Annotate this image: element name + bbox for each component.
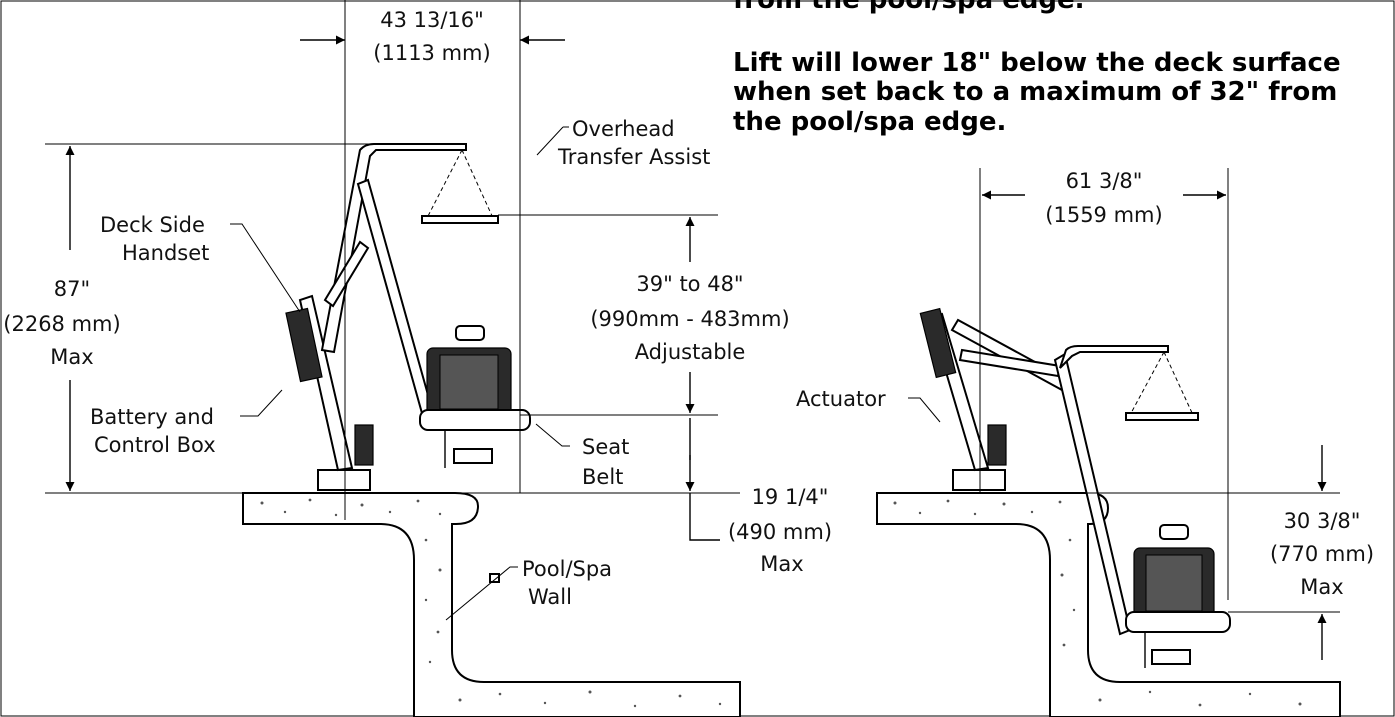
notice-block: from the pool/spa edge. Lift will lower … xyxy=(733,0,1341,137)
concrete-aggregate xyxy=(260,498,722,708)
below-dimension: 19 1/4" xyxy=(752,485,829,509)
width-dimension-mm: (1113 mm) xyxy=(373,41,490,65)
callout-wall-line1: Pool/Spa xyxy=(522,557,612,581)
left-seat-base xyxy=(419,409,531,431)
actuator-leader xyxy=(908,397,941,423)
left-dimensions: 43 13/16" (1113 mm) 87" (2268 mm) Max 39… xyxy=(3,0,832,576)
left-deck-and-wall xyxy=(242,492,741,717)
below-dimension-mm: (490 mm) xyxy=(728,520,832,544)
right-control-box xyxy=(919,307,957,379)
wall-leader xyxy=(445,566,518,621)
right-width-dimension-mm: (1559 mm) xyxy=(1045,203,1162,227)
overhead-transfer-bar xyxy=(421,215,499,224)
left-boom-arm xyxy=(320,143,467,354)
right-width-dimension: 61 3/8" xyxy=(1066,169,1143,193)
left-headrest xyxy=(455,325,485,341)
overhead-chains xyxy=(426,149,494,219)
height-max-label: Max xyxy=(50,345,93,369)
right-below-max-label: Max xyxy=(1300,575,1343,599)
right-seat-pad xyxy=(1145,554,1203,612)
notice-line-0: from the pool/spa edge. xyxy=(733,0,1085,15)
seat-range-mm: (990mm - 483mm) xyxy=(590,307,789,331)
right-lift xyxy=(919,307,1231,668)
below-max-label: Max xyxy=(760,552,803,576)
right-below-dimension: 30 3/8" xyxy=(1284,509,1361,533)
right-overhead-bar xyxy=(1125,412,1199,421)
left-base-plate xyxy=(317,469,371,491)
overhead-leader xyxy=(536,126,569,156)
left-footrest xyxy=(453,448,493,464)
notice-line-2: when set back to a maximum of 32" from xyxy=(733,77,1337,107)
callout-battery-line1: Battery and xyxy=(90,405,214,429)
seat-range-dimension: 39" to 48" xyxy=(636,272,743,296)
right-seat-base xyxy=(1125,611,1231,633)
left-link-arm xyxy=(323,240,370,308)
right-base-plate xyxy=(952,469,1006,491)
left-seat-pad xyxy=(439,354,499,410)
right-callouts: Actuator xyxy=(796,387,941,423)
callout-handset-line1: Deck Side xyxy=(100,213,205,237)
seatbelt-leader xyxy=(535,423,570,447)
handset-leader xyxy=(230,223,301,313)
battery-leader xyxy=(240,389,283,417)
battery-control-box xyxy=(285,307,323,383)
notice-line-1: Lift will lower 18" below the deck surfa… xyxy=(733,48,1341,78)
right-deck-and-wall xyxy=(876,492,1341,717)
right-actuator xyxy=(987,424,1007,466)
right-overhead-chains xyxy=(1129,351,1194,416)
width-dimension: 43 13/16" xyxy=(380,8,484,32)
height-dimension-mm: (2268 mm) xyxy=(3,312,120,336)
right-pool-structure xyxy=(876,492,1341,717)
height-dimension: 87" xyxy=(54,277,90,301)
below-leader xyxy=(689,493,720,541)
seat-range-adjustable: Adjustable xyxy=(635,340,746,364)
callout-battery-line2: Control Box xyxy=(94,433,216,457)
callout-wall-line2: Wall xyxy=(528,585,572,609)
wall-fitting xyxy=(489,573,500,583)
callout-actuator: Actuator xyxy=(796,387,886,411)
left-actuator xyxy=(354,424,374,466)
right-dimensions: 61 3/8" (1559 mm) 30 3/8" (770 mm) Max xyxy=(877,168,1374,660)
notice-line-3: the pool/spa edge. xyxy=(733,107,1006,137)
left-lift xyxy=(285,143,531,491)
callout-handset-line2: Handset xyxy=(122,241,209,265)
callout-overhead-line2: Transfer Assist xyxy=(557,145,710,169)
right-footrest xyxy=(1151,649,1191,665)
right-below-dimension-mm: (770 mm) xyxy=(1270,542,1374,566)
right-concrete-aggregate xyxy=(893,499,1302,707)
left-callouts: Overhead Transfer Assist Deck Side Hands… xyxy=(90,117,710,621)
right-headrest xyxy=(1159,524,1189,540)
right-top-bar xyxy=(1059,345,1169,369)
callout-seatbelt-line2: Belt xyxy=(582,465,623,489)
left-pool-structure xyxy=(242,492,741,717)
callout-overhead-line1: Overhead xyxy=(572,117,675,141)
callout-seatbelt-line1: Seat xyxy=(582,435,629,459)
